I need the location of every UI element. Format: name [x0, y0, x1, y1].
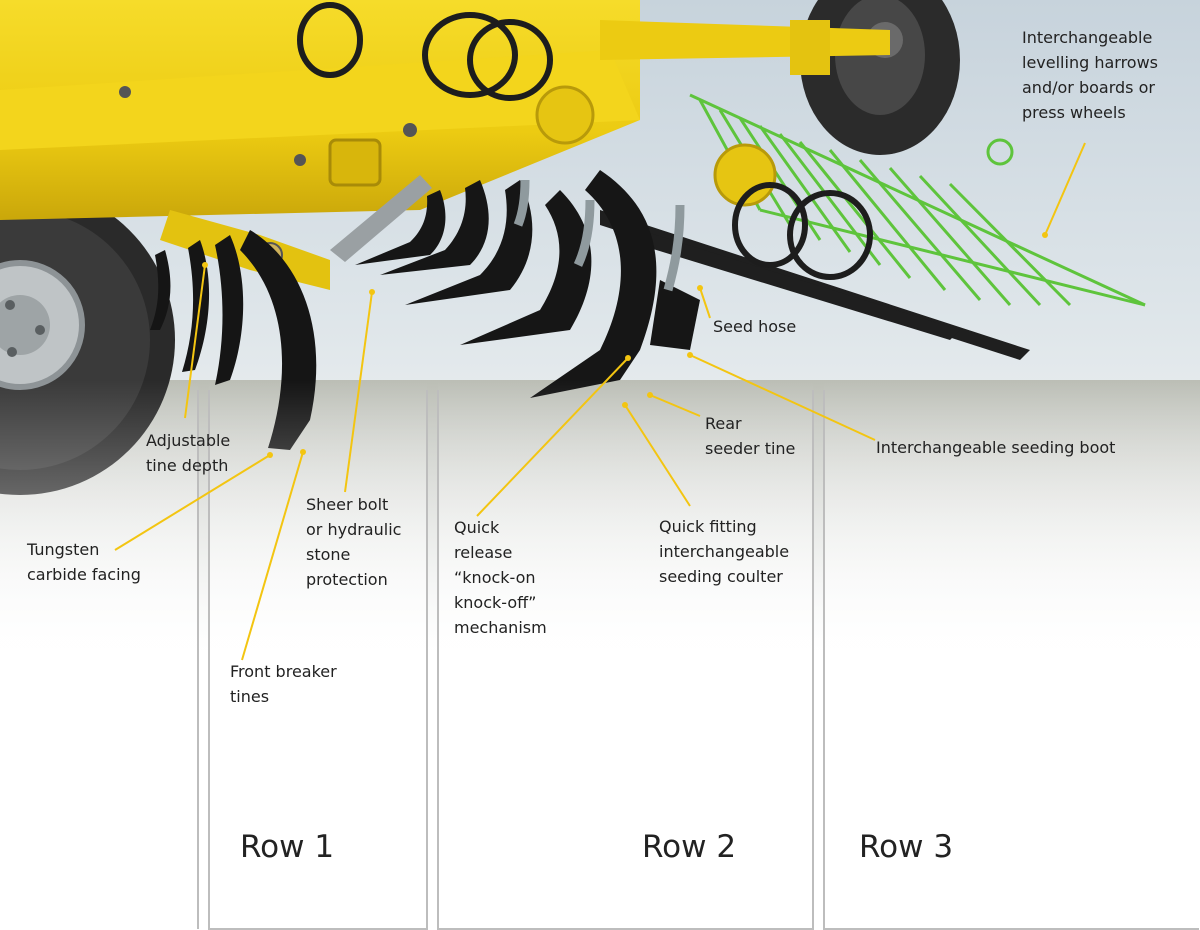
callout-line: knock-off” — [454, 593, 537, 612]
column-fade-3 — [824, 380, 1200, 930]
leader-quick-release — [476, 357, 629, 517]
row-1-label: Row 1 — [240, 829, 335, 865]
leader-shear-bolt — [344, 291, 373, 493]
callout-line: Tungsten — [27, 540, 100, 559]
leader-seeding-boot — [689, 354, 876, 441]
row-columns — [197, 390, 1199, 930]
callout-line: or hydraulic — [306, 520, 402, 539]
callout-line: seeder tine — [705, 439, 796, 458]
leader-quick-fitting — [624, 404, 691, 507]
callout-line: levelling harrows — [1022, 53, 1158, 72]
callout-front-breaker: Front breaker tines — [230, 659, 337, 709]
callout-quick-fitting: Quick fitting interchangeable seeding co… — [659, 514, 789, 589]
callout-tungsten: Tungsten carbide facing — [27, 537, 141, 587]
leader-front-breaker — [241, 451, 304, 661]
callout-line: carbide facing — [27, 565, 141, 584]
callout-line: Seed hose — [713, 317, 797, 336]
column-fade-2 — [438, 380, 813, 930]
column-fade-1 — [209, 380, 427, 930]
callout-line: tines — [230, 687, 270, 706]
callout-adjustable-depth: Adjustable tine depth — [146, 428, 230, 478]
callout-line: mechanism — [454, 618, 547, 637]
callout-line: Quick fitting — [659, 517, 757, 536]
left-fade — [0, 380, 198, 930]
callout-shear-bolt: Sheer bolt or hydraulic stone protection — [306, 492, 401, 592]
row-2-label: Row 2 — [642, 829, 737, 865]
callout-line: interchangeable — [659, 542, 790, 561]
callout-line: Interchangeable — [1022, 28, 1153, 47]
callout-line: and/or boards or — [1022, 78, 1155, 97]
callout-seeding-boot: Interchangeable seeding boot — [876, 435, 1115, 460]
levelling-harrow — [689, 93, 1146, 307]
callout-line: Adjustable — [146, 431, 231, 450]
callout-line: Interchangeable seeding boot — [876, 438, 1116, 457]
yellow-frame — [0, 0, 890, 290]
callout-line: Rear — [705, 414, 742, 433]
callout-seed-hose: Seed hose — [713, 314, 796, 339]
callout-line: protection — [306, 570, 388, 589]
callout-line: Sheer bolt — [306, 495, 389, 514]
callout-levelling: Interchangeable levelling harrows and/or… — [1022, 25, 1158, 125]
leader-levelling — [1044, 142, 1086, 236]
callout-rear-seeder: Rear seeder tine — [705, 411, 795, 461]
callout-line: stone — [306, 545, 351, 564]
row-3-label: Row 3 — [859, 829, 954, 865]
leader-seed-hose — [699, 287, 711, 319]
leader-lines — [114, 142, 1086, 661]
callout-line: Quick — [454, 518, 500, 537]
callout-line: tine depth — [146, 456, 229, 475]
rear-bars — [600, 210, 1030, 360]
callout-line: Front breaker — [230, 662, 337, 681]
callout-quick-release: Quick release “knock-on knock-off” mecha… — [454, 515, 547, 640]
seeder-tines — [355, 170, 700, 398]
leader-tungsten — [114, 454, 271, 551]
leader-dots — [202, 232, 1048, 458]
callout-line: release — [454, 543, 513, 562]
leader-adjustable-depth — [184, 264, 206, 419]
seed-hoses — [513, 179, 685, 292]
leader-rear-seeder — [649, 394, 701, 417]
callout-line: seeding coulter — [659, 567, 783, 586]
hydraulic-ram — [330, 175, 432, 262]
callout-line: “knock-on — [454, 568, 536, 587]
callout-line: press wheels — [1022, 103, 1126, 122]
spring-coils — [297, 2, 873, 280]
